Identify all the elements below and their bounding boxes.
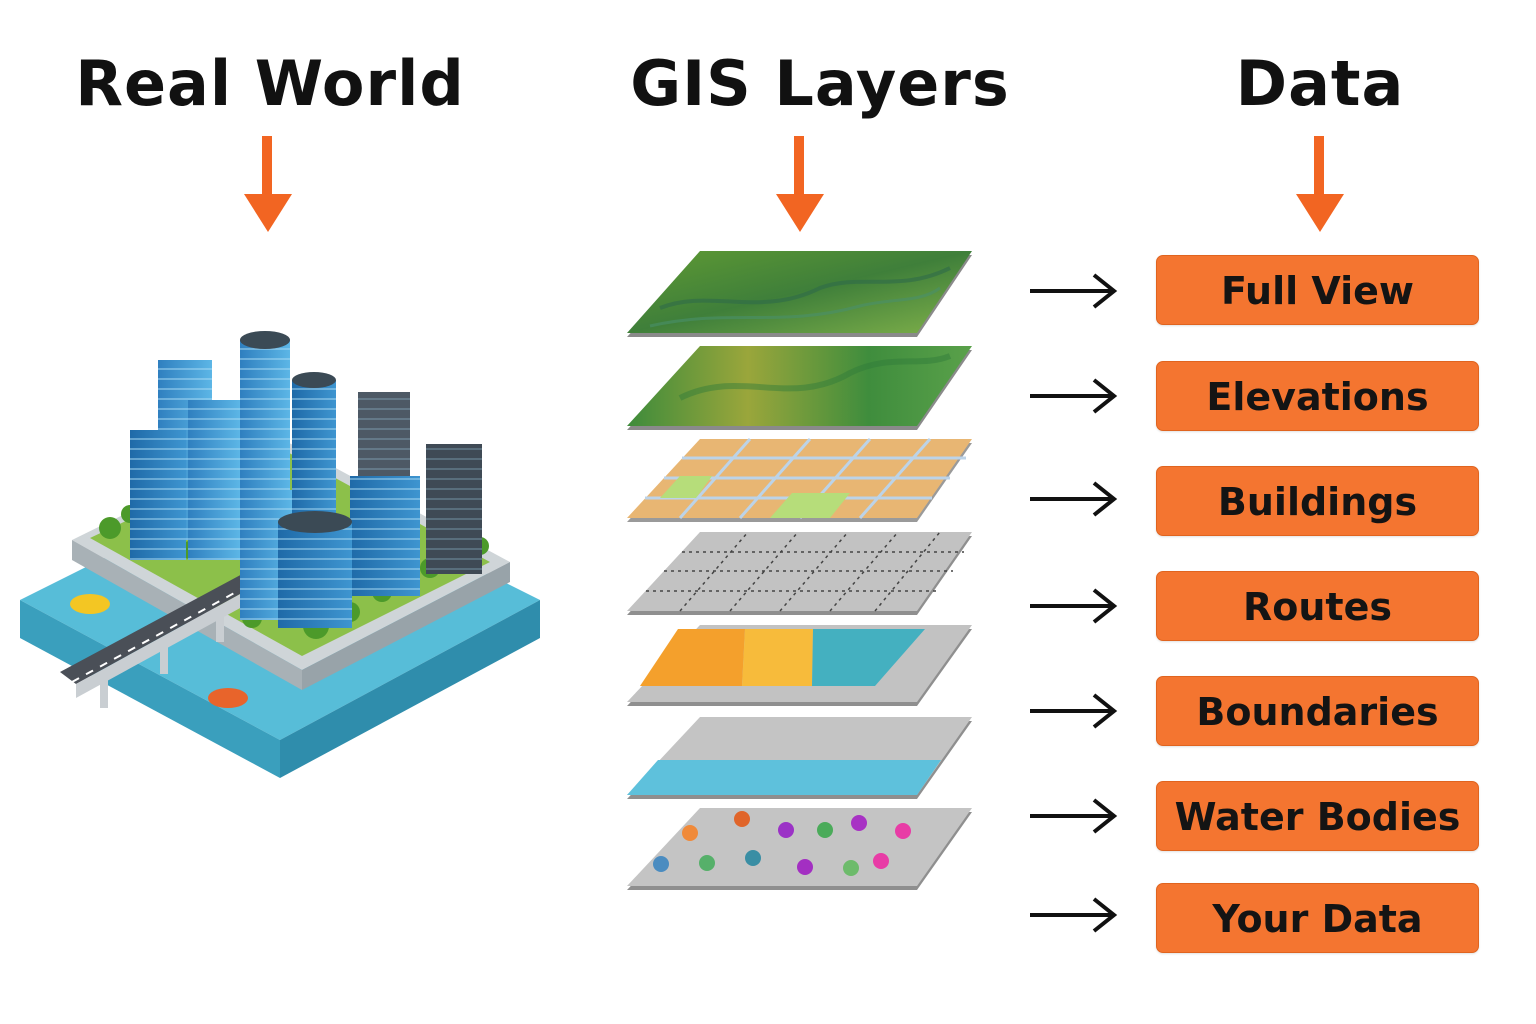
buildings-button[interactable]: Buildings [1156, 466, 1479, 536]
data-heading: Data [1235, 47, 1405, 120]
arrow-full-view [1030, 273, 1118, 309]
boundaries-button[interactable]: Boundaries [1156, 676, 1479, 746]
gis-layers-heading: GIS Layers [630, 47, 1010, 120]
arrow-routes [1030, 588, 1118, 624]
layer-street-network [627, 438, 972, 522]
layer-elevation [627, 346, 972, 430]
layer-terrain-imagery [627, 251, 972, 337]
arrow-your-data [1030, 897, 1118, 933]
full-view-button[interactable]: Full View [1156, 255, 1479, 325]
data-down-arrow [1296, 136, 1344, 232]
your-data-button[interactable]: Your Data [1156, 883, 1479, 953]
water-bodies-button[interactable]: Water Bodies [1156, 781, 1479, 851]
bridge [60, 572, 262, 708]
arrow-water-bodies [1030, 798, 1118, 834]
city-illustration [20, 331, 540, 778]
elevations-button[interactable]: Elevations [1156, 361, 1479, 431]
yellow-boat [70, 594, 110, 614]
orange-boat [208, 688, 248, 708]
real-world-heading: Real World [75, 47, 465, 120]
layer-water-band [627, 717, 972, 799]
real-world-down-arrow [244, 136, 292, 232]
layer-point-data [627, 808, 972, 890]
arrow-boundaries [1030, 693, 1118, 729]
arrow-buildings [1030, 481, 1118, 517]
layer-zoning-boundaries [627, 625, 972, 706]
buildings [130, 331, 482, 628]
gis-layers-down-arrow [776, 136, 824, 232]
gis-layer-stack [627, 251, 972, 890]
layer-parcel-grid [627, 531, 972, 615]
arrow-elevations [1030, 378, 1118, 414]
routes-button[interactable]: Routes [1156, 571, 1479, 641]
